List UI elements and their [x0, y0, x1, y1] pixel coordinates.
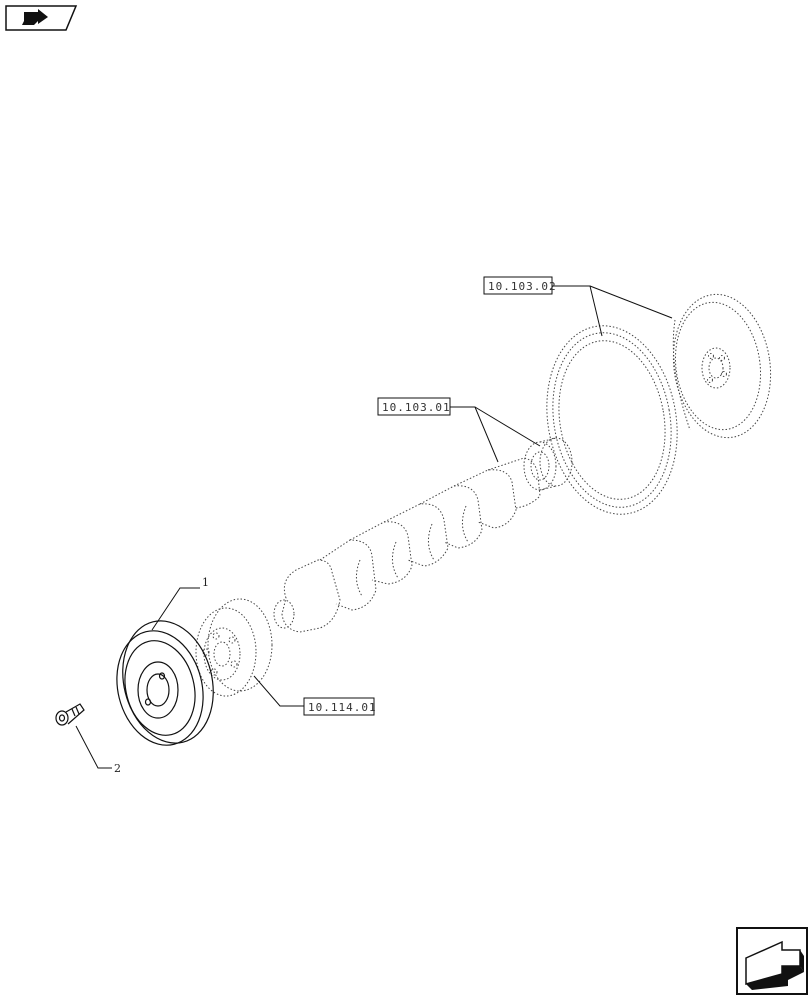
ref-label-crankshaft: 10.103.01	[382, 401, 451, 414]
ref-box-flywheel[interactable]: 10.103.02	[483, 276, 557, 295]
book-arrow-icon[interactable]	[5, 5, 78, 31]
next-page-arrow-icon[interactable]	[736, 927, 808, 995]
ref-box-damper[interactable]: 10.114.01	[303, 697, 377, 716]
bolt[interactable]	[55, 703, 85, 726]
flywheel	[672, 293, 772, 439]
callout-item-1: 1	[202, 576, 209, 589]
pulley[interactable]	[105, 611, 225, 754]
ref-label-damper: 10.114.01	[308, 701, 377, 714]
leader-lines	[75, 285, 673, 769]
callout-item-2: 2	[114, 762, 121, 775]
ref-box-crankshaft[interactable]: 10.103.01	[377, 397, 451, 416]
damper-hub	[195, 598, 273, 697]
ring-gear	[546, 325, 678, 515]
ref-label-flywheel: 10.103.02	[488, 280, 557, 293]
crankshaft	[273, 457, 541, 633]
crankshaft-gear	[523, 437, 573, 491]
